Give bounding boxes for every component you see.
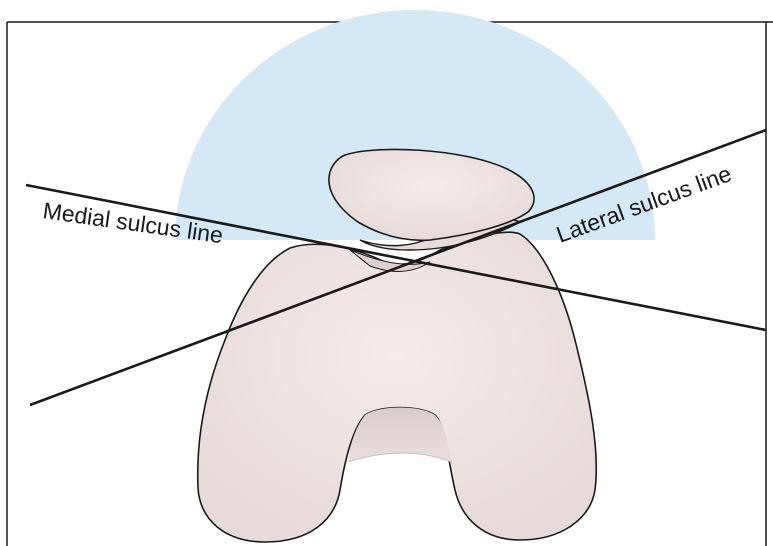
- femur-bone: [198, 232, 597, 542]
